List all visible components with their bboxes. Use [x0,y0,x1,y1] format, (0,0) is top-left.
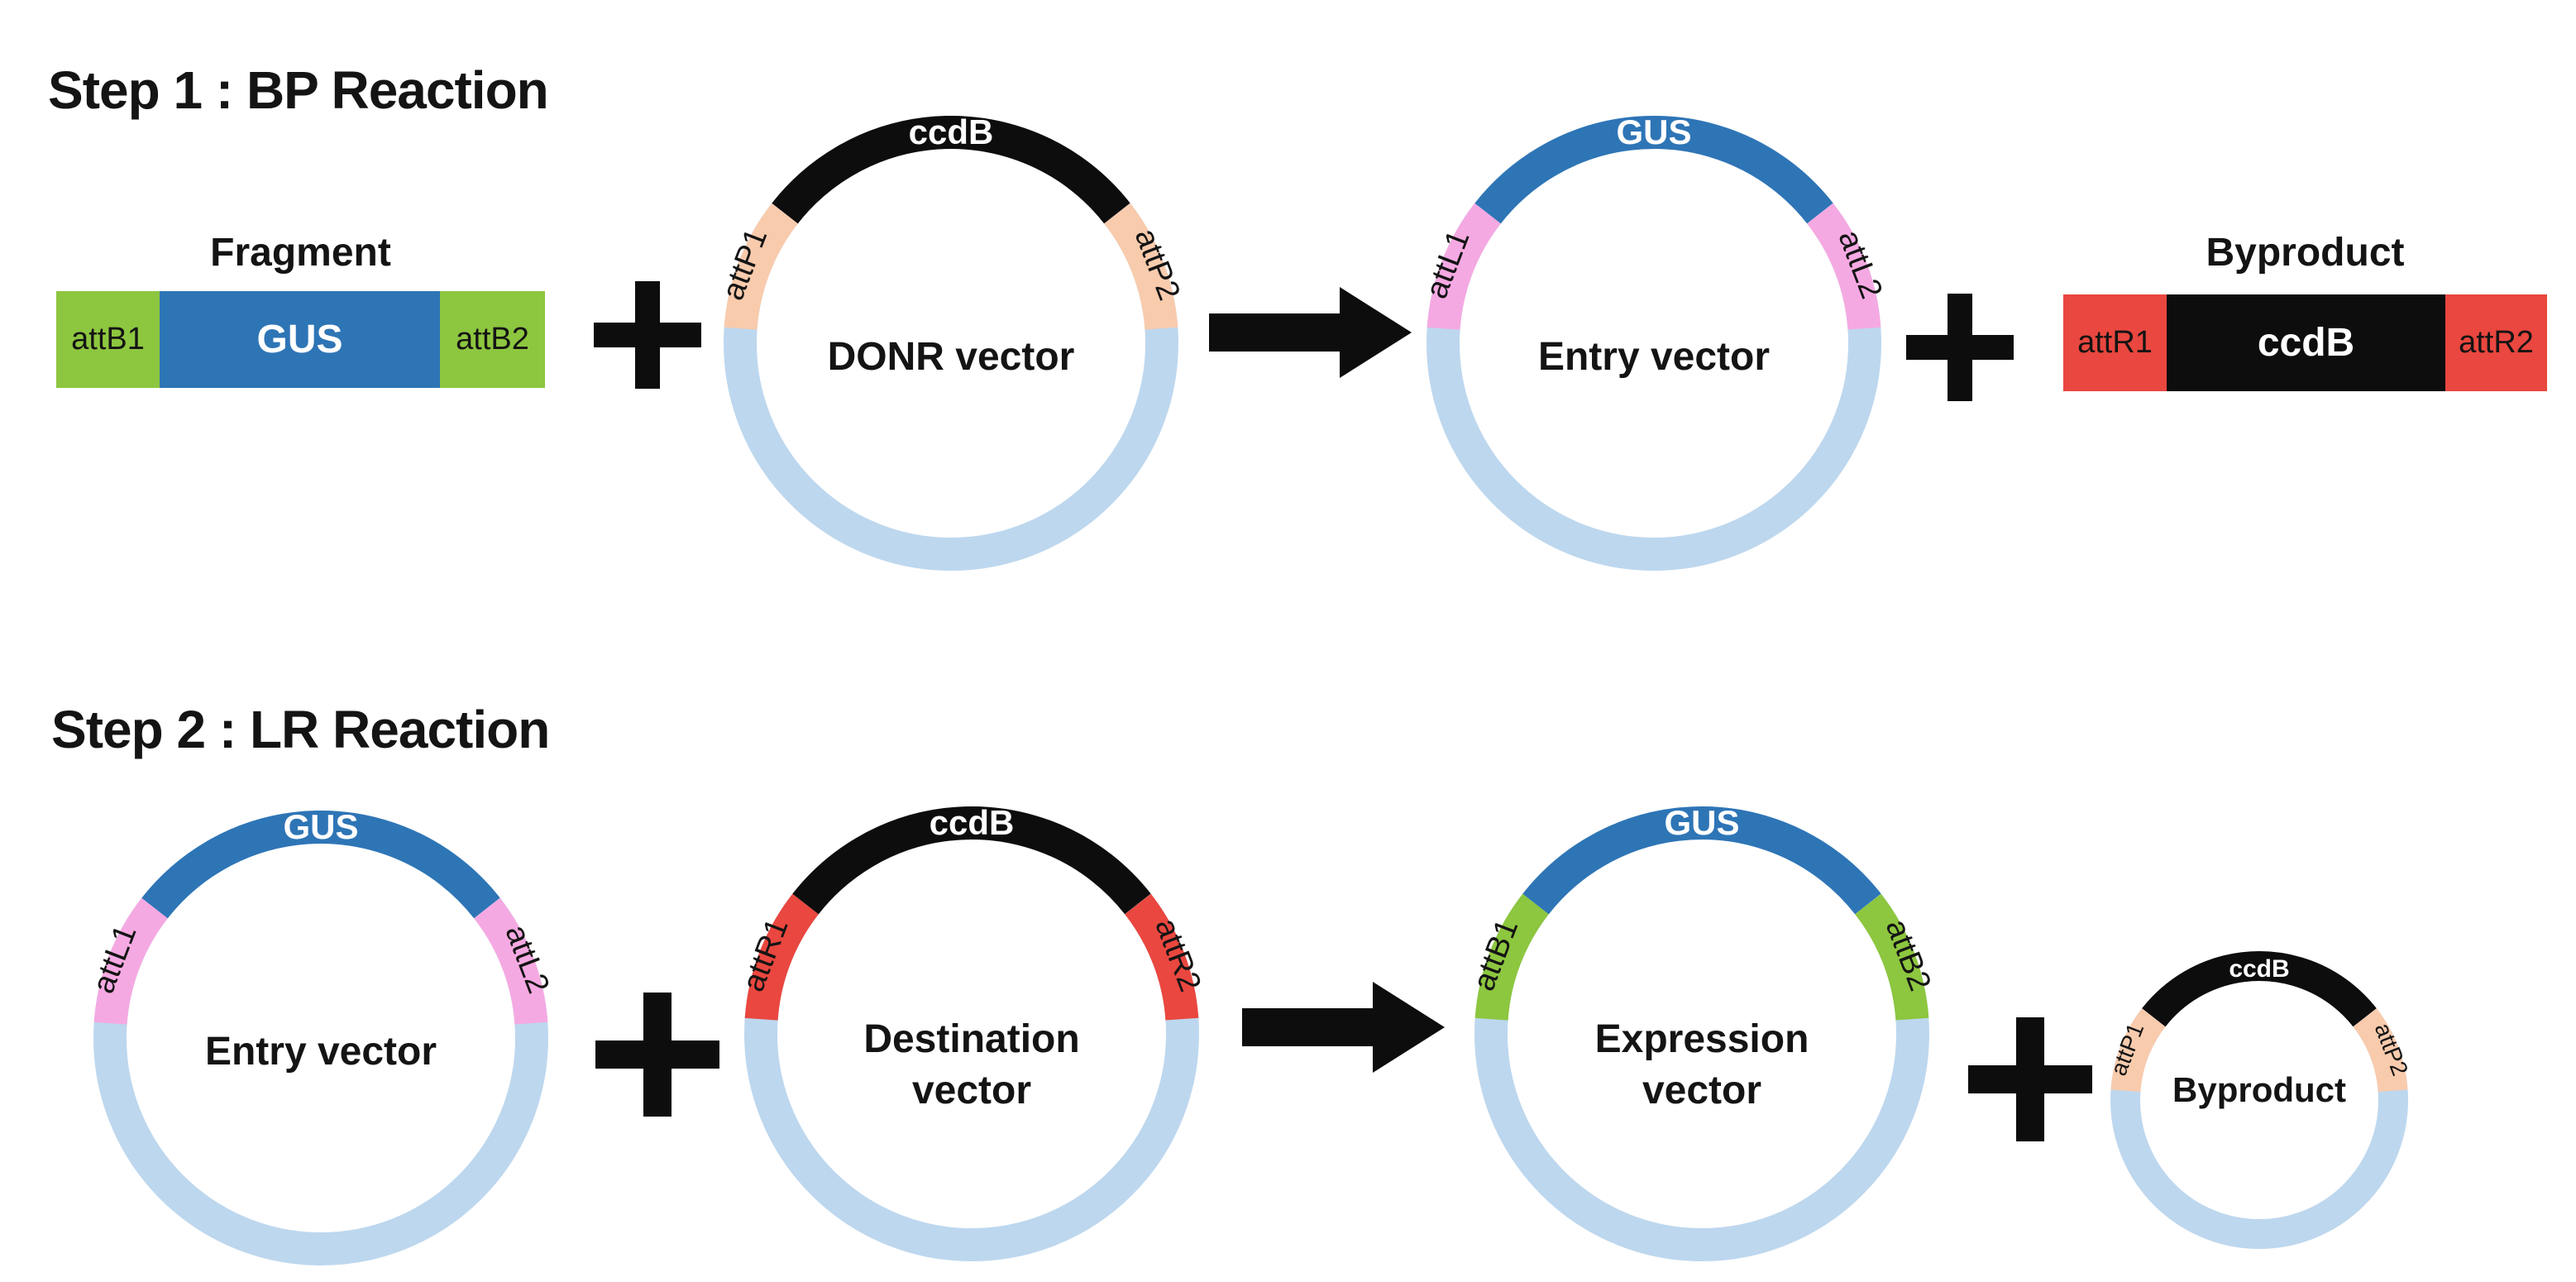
gene-label: ccdB [909,112,994,151]
ccdb-gene-arc [2110,951,2408,1249]
ccdb-gene-arc [724,116,1178,571]
attB1-segment: attB1 [56,291,160,388]
vector-name: DONR vector [828,335,1075,379]
plus-vertical-bar [1948,294,1972,401]
attR2-arc [744,806,1199,1261]
plus-icon [1906,294,2014,401]
reaction-arrow [1242,982,1445,1073]
arrow-shape [1209,287,1412,378]
vector-name: Entry vector [205,1030,437,1074]
vector-name-line2: vector [1642,1069,1761,1112]
vector-name: Entry vector [1538,335,1770,379]
ccdb-gene-segment: ccdB [2167,294,2445,391]
attL1-arc [1427,116,1881,571]
attR2-segment: attR2 [2445,294,2547,391]
attL2-arc [93,811,548,1265]
step2-title: Step 2 : LR Reaction [51,700,550,759]
vector-name-line1: Expression [1595,1017,1809,1061]
entry-vector-plasmid: GUS attL1 attL2 Entry vector [1419,112,1889,571]
gene-label: GUS [283,807,358,846]
fragment-title: Fragment [210,231,391,275]
byproduct-title: Byproduct [2206,231,2405,275]
vector-name-line1: Destination [863,1017,1079,1061]
plus-vertical-bar [2016,1017,2044,1141]
entry-vector-plasmid: GUS attL1 attL2 Entry vector [86,807,556,1265]
gene-label: GUS [1664,803,1739,842]
attR1-segment: attR1 [2063,294,2167,391]
plus-icon [1968,1017,2092,1141]
destination-vector-plasmid: ccdB attR1 attR2 Destination vector [736,803,1207,1261]
gene-label: GUS [1616,112,1691,151]
gene-label: ccdB [2229,955,2289,983]
gus-gene-segment: GUS [160,291,440,388]
fragment-bar: attB1 GUS attB2 [56,291,545,388]
arrow-shape [1242,982,1445,1073]
attP1-arc [724,116,1178,571]
plus-vertical-bar [635,281,660,389]
step1-title: Step 1 : BP Reaction [48,60,549,120]
gus-gene-arc [1427,116,1881,571]
plus-icon [595,993,719,1117]
gene-label: ccdB [930,803,1015,842]
vector-name: Byproduct [2172,1070,2346,1109]
attB2-segment: attB2 [440,291,545,388]
expression-vector-plasmid: GUS attB1 attB2 Expression vector [1466,803,1938,1261]
vector-name-line2: vector [912,1069,1031,1112]
donr-vector-plasmid: ccdB attP1 attP2 DONR vector [715,112,1187,571]
plus-icon [594,281,701,389]
attP2-arc [724,116,1178,571]
byproduct-bar: attR1 ccdB attR2 [2063,294,2547,391]
reaction-arrow [1209,287,1412,378]
byproduct-plasmid: ccdB attP1 attP2 Byproduct [2105,950,2413,1249]
plus-vertical-bar [643,993,671,1117]
